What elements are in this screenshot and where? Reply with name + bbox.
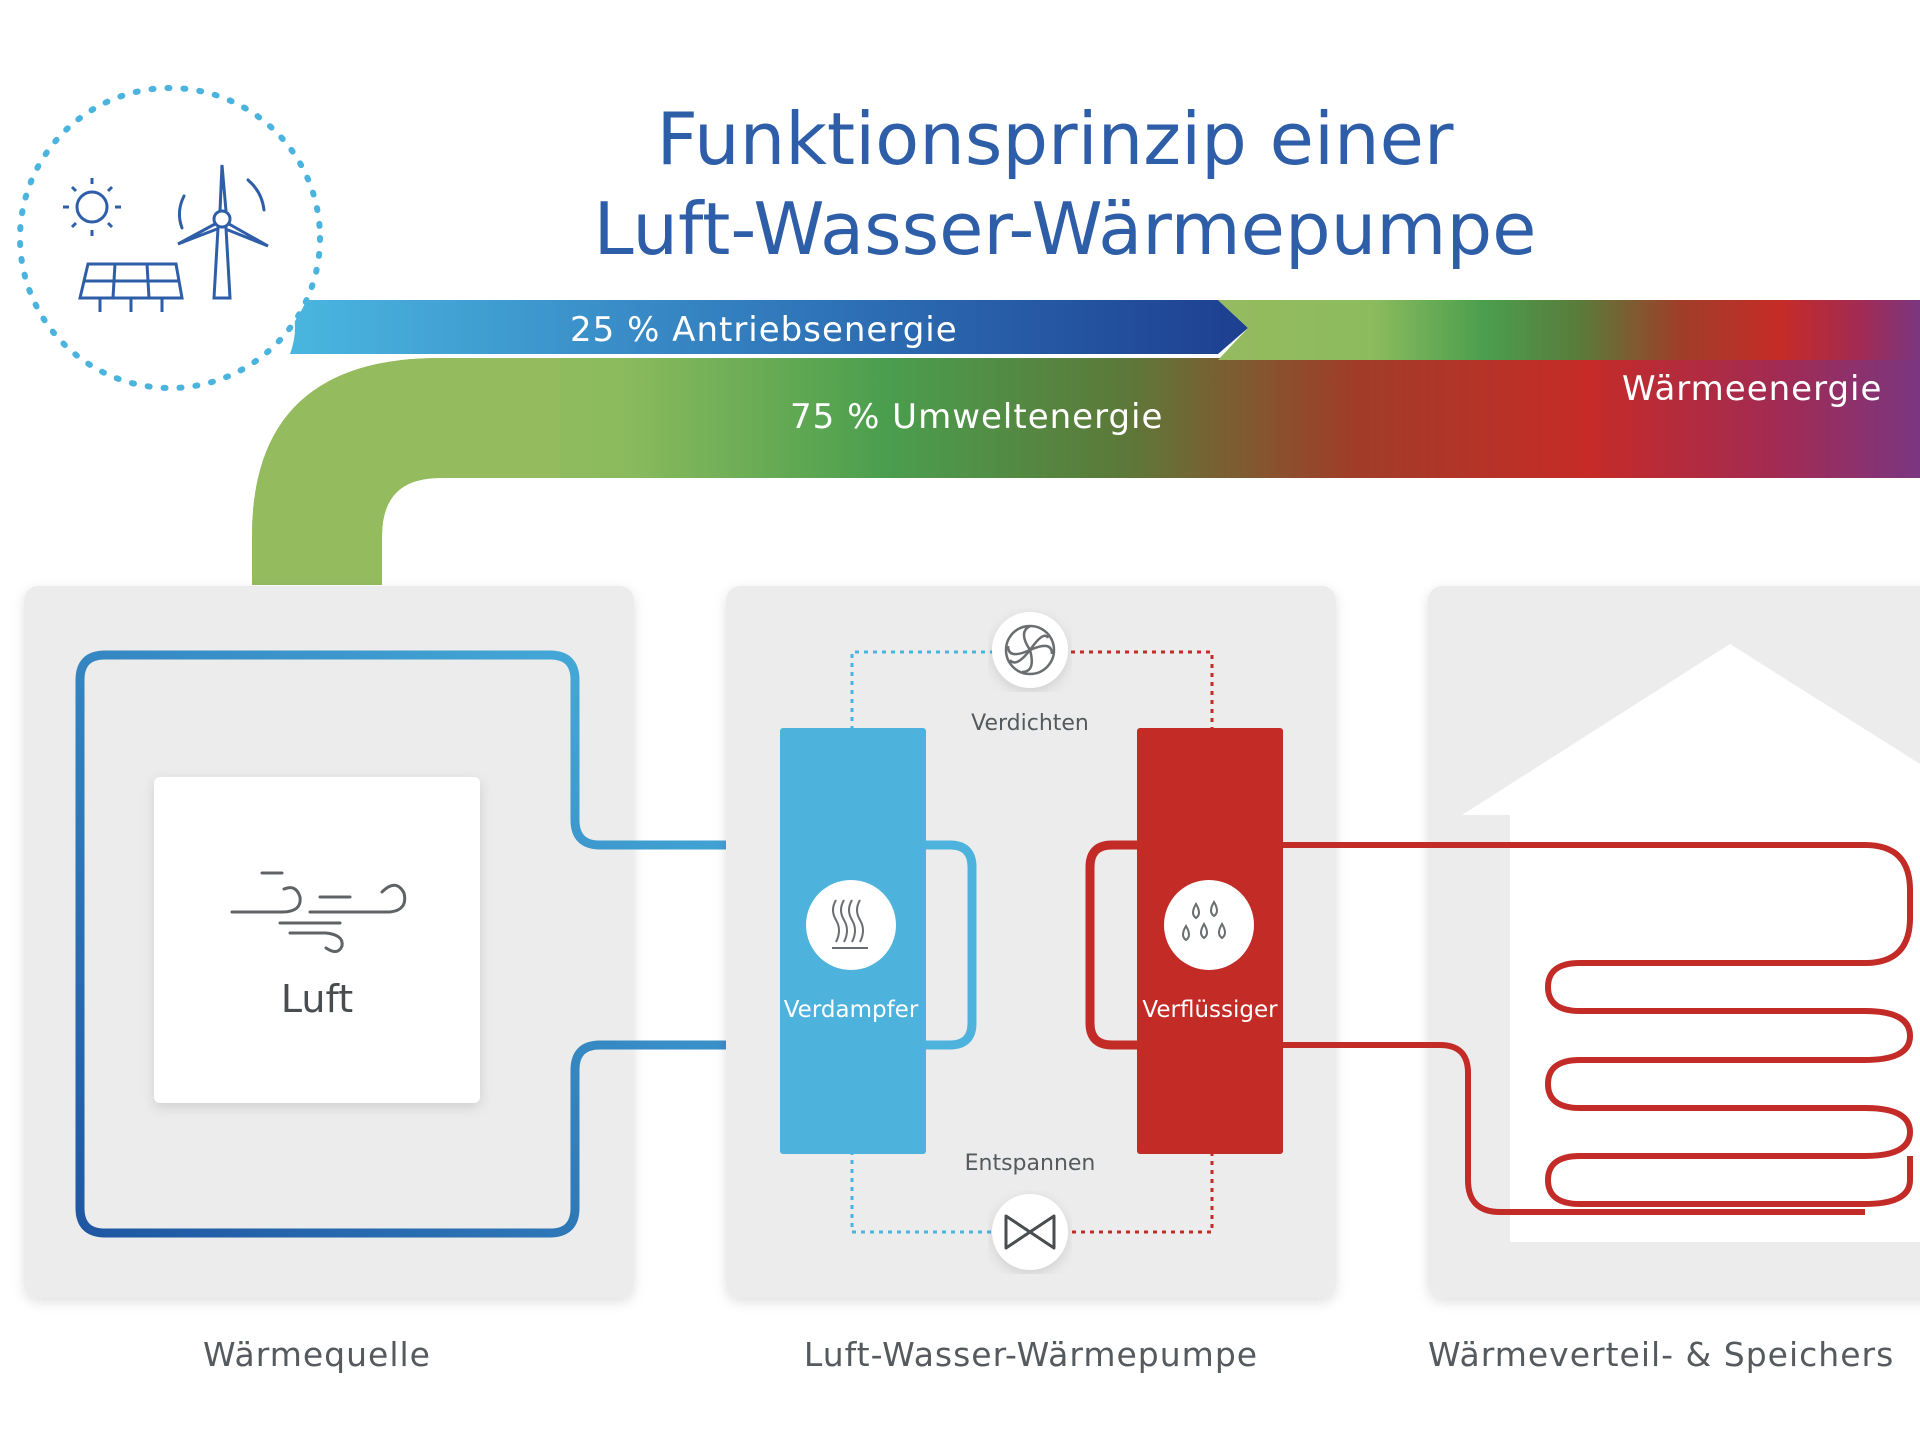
- air-label: Luft: [281, 977, 353, 1021]
- heating-return-pipe: [1283, 1042, 1865, 1215]
- compress-label: Verdichten: [971, 711, 1089, 736]
- environment-energy-band: [252, 358, 1920, 585]
- air-card: [154, 777, 480, 1103]
- source-loop-pipe: [75, 650, 780, 1238]
- refrigerant-hot-line: [1062, 650, 1214, 1234]
- renewables-badge: [17, 85, 323, 391]
- drive-energy-arrow: [290, 300, 1248, 354]
- expansion-valve-icon: [992, 1194, 1068, 1270]
- evaporator-side-pipe: [926, 840, 977, 1050]
- diagram-title-line1: Funktionsprinzip einer: [656, 97, 1453, 181]
- condenser-label: Verflüssiger: [1142, 997, 1278, 1023]
- condenser-side-pipe: [1085, 840, 1137, 1050]
- sun-icon: [63, 178, 121, 236]
- pump-caption: Luft-Wasser-Wärmepumpe: [804, 1335, 1258, 1374]
- diagram-title-line2: Luft-Wasser-Wärmepumpe: [594, 187, 1537, 271]
- expand-label: Entspannen: [965, 1151, 1096, 1176]
- environment-energy-label: 75 % Umweltenergie: [790, 397, 1163, 437]
- droplets-icon: [1164, 880, 1254, 970]
- refrigerant-cold-line: [850, 650, 1000, 1234]
- wind-turbine-icon: [177, 164, 269, 300]
- wind-icon: [230, 871, 407, 953]
- solar-panel-icon: [78, 262, 184, 312]
- heat-waves-icon: [806, 880, 896, 970]
- heating-supply-pipe: [1283, 842, 1914, 1207]
- evaporator-label: Verdampfer: [784, 997, 919, 1023]
- compressor-fan-icon: [992, 612, 1068, 688]
- heat-energy-band: [1218, 300, 1920, 360]
- source-caption: Wärmequelle: [203, 1335, 431, 1374]
- heat-energy-label: Wärmeenergie: [1622, 369, 1882, 409]
- drive-energy-label: 25 % Antriebsenergie: [570, 310, 958, 350]
- distribution-caption: Wärmeverteil- & Speichers: [1428, 1335, 1894, 1374]
- house-icon: [1462, 644, 1920, 1242]
- environment-energy-bend: [252, 358, 560, 585]
